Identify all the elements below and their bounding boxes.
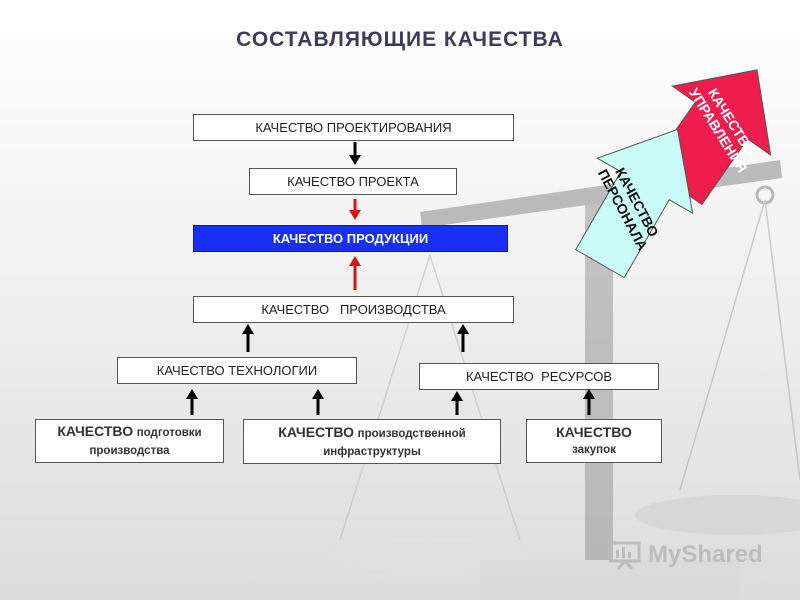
arrow-infrastructure-to-resources [451, 391, 463, 415]
design-quality-label: КАЧЕСТВО ПРОЕКТИРОВАНИЯ [255, 120, 452, 135]
arrow-technology-to-production [242, 324, 254, 352]
arrow-resources-to-production [457, 324, 469, 352]
technology-quality-label: КАЧЕСТВО ТЕХНОЛОГИИ [156, 363, 318, 378]
infrastructure-quality-sub1: производственной [357, 427, 466, 440]
arrow-infrastructure-to-technology [312, 389, 324, 415]
page-title: СОСТАВЛЯЮЩИЕ КАЧЕСТВА [236, 28, 564, 51]
myshared-logo: MyShared [608, 540, 763, 570]
personnel-quality-arrow [575, 128, 694, 279]
resources-quality-box: КАЧЕСТВО РЕСУРСОВ [419, 363, 659, 390]
resources-quality-label: КАЧЕСТВО РЕСУРСОВ [465, 369, 612, 384]
project-quality-label: КАЧЕСТВО ПРОЕКТА [287, 174, 419, 189]
prep-quality-main: КАЧЕСТВО [57, 423, 134, 439]
project-quality-box: КАЧЕСТВО ПРОЕКТА [249, 168, 457, 195]
production-quality-label: КАЧЕСТВО ПРОИЗВОДСТВА [261, 302, 446, 317]
product-quality-label: КАЧЕСТВО ПРОДУКЦИИ [272, 231, 429, 246]
infrastructure-quality-sub2: инфраструктуры [323, 445, 421, 458]
purchase-quality-box: КАЧЕСТВО закупок [526, 419, 662, 463]
prep-quality-sub2: производства [89, 445, 170, 457]
purchase-quality-main: КАЧЕСТВО [556, 424, 632, 440]
arrow-project-to-product [349, 199, 361, 220]
prep-quality-sub1: подготовки [136, 427, 202, 439]
purchase-quality-sub: закупок [572, 444, 616, 456]
infrastructure-quality-box: КАЧЕСТВО производственной инфраструктуры [243, 419, 501, 464]
myshared-logo-text: MyShared [648, 541, 763, 568]
prep-quality-box: КАЧЕСТВО подготовки производства [35, 419, 224, 463]
infrastructure-quality-main: КАЧЕСТВО [278, 423, 355, 440]
arrow-prep-to-technology [186, 389, 198, 415]
arrow-design-to-project [349, 142, 361, 165]
presentation-board-icon [609, 541, 641, 570]
technology-quality-box: КАЧЕСТВО ТЕХНОЛОГИИ [117, 357, 357, 384]
production-quality-box: КАЧЕСТВО ПРОИЗВОДСТВА [193, 296, 514, 323]
arrow-purchase-to-resources [583, 389, 595, 415]
design-quality-box: КАЧЕСТВО ПРОЕКТИРОВАНИЯ [193, 114, 514, 141]
product-quality-box: КАЧЕСТВО ПРОДУКЦИИ [193, 225, 508, 252]
arrow-production-to-product [349, 256, 361, 290]
